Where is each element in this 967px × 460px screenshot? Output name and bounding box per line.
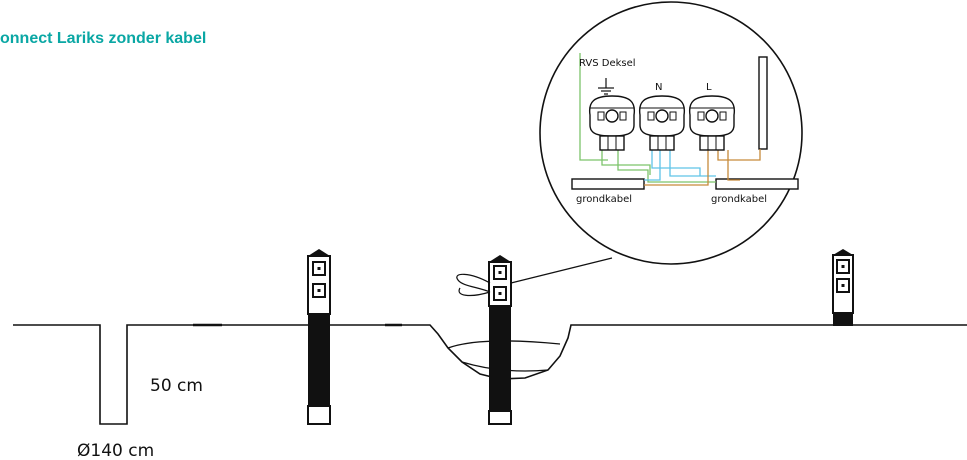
loose-cable	[456, 273, 491, 293]
socket-icon	[312, 283, 326, 298]
ground-cable-right	[715, 178, 799, 190]
ground-cable-right-label: grondkabel	[711, 194, 767, 205]
socket-icon	[312, 261, 326, 276]
post-right	[832, 249, 854, 326]
wiring	[579, 53, 761, 186]
socket-icon	[836, 259, 850, 274]
post-left	[307, 249, 331, 425]
detail-leader-line	[510, 257, 613, 284]
diameter-label: Ø140 cm	[77, 441, 154, 460]
loose-cable-end	[458, 287, 491, 297]
cover-label: RVS Deksel	[579, 58, 636, 69]
terminal-connector-icon	[588, 95, 636, 151]
earth-symbol-icon	[598, 78, 614, 95]
terminal-connector-icon	[688, 95, 736, 151]
socket-icon	[836, 278, 850, 293]
depth-label: 50 cm	[150, 376, 203, 396]
ground-cable-left-label: grondkabel	[576, 194, 632, 205]
neutral-label: N	[655, 82, 662, 93]
vertical-cable	[758, 56, 768, 150]
live-label: L	[706, 82, 712, 93]
socket-icon	[493, 286, 507, 301]
post-middle	[488, 255, 512, 425]
ground-cable-left	[571, 178, 645, 190]
socket-icon	[493, 265, 507, 280]
detail-circle: RVS Deksel N L grondkabel grondkabel	[539, 1, 803, 265]
terminal-connector-icon	[638, 95, 686, 151]
page-title: onnect Lariks zonder kabel	[0, 30, 206, 47]
